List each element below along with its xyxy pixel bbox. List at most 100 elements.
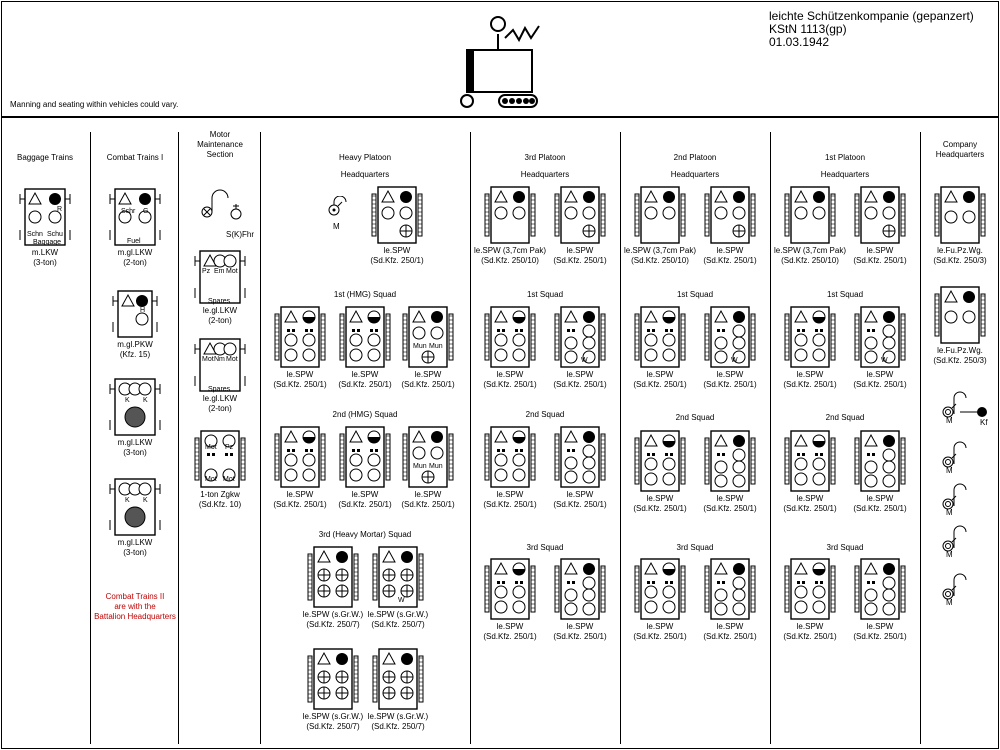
vehicle-caption: (Sd.Kfz. 250/1) [853, 632, 907, 641]
heavy-hq-leader-icon [328, 196, 347, 216]
vehicle-body-icon [194, 430, 246, 488]
vehicle-caption: le.SPW [566, 370, 594, 379]
vehicle-symbol [633, 186, 687, 251]
vehicle-inner-label: K [125, 497, 130, 504]
vehicle-inner-label: Mot [205, 444, 217, 451]
vehicle-inner-label: W [731, 357, 738, 364]
combat-trains-2-note-1: Combat Trains II [105, 592, 165, 601]
vehicle-symbol [703, 186, 757, 251]
vehicle-caption: (3-ton) [33, 258, 57, 267]
vehicle-body-icon [634, 430, 686, 492]
vehicle-symbol [783, 186, 837, 251]
vehicle-inner-label: Mot [223, 476, 235, 483]
vehicle-caption: le.SPW [716, 246, 744, 255]
vehicle-inner-label: K [125, 397, 130, 404]
vehicle-body-icon [484, 306, 536, 368]
vehicle-symbol [338, 306, 392, 375]
unit-title: leichte Schützenkompanie (gepanzert) KSt… [769, 10, 974, 49]
vehicle-symbol [853, 558, 907, 627]
vehicle-symbol [107, 378, 163, 443]
vehicle-caption: le.SPW (s.Gr.W.) [302, 610, 364, 619]
vehicle-body-icon [339, 426, 391, 488]
vehicle-body-icon [109, 478, 161, 536]
vehicle-body-icon [484, 558, 536, 620]
vehicle-caption: le.SPW [796, 370, 824, 379]
vehicle-inner-label: R [57, 206, 63, 213]
vehicle-body-icon [554, 186, 606, 244]
vehicle-caption: (Sd.Kfz. 250/1) [633, 632, 687, 641]
subhead-3rd-sq1: 1st Squad [526, 290, 564, 299]
vehicle-caption: (2-ton) [208, 404, 232, 413]
vehicle-body-icon [784, 186, 836, 244]
vehicle-body-icon [402, 426, 454, 488]
vehicle-caption: (3-ton) [123, 548, 147, 557]
vehicle-caption: le.SPW [646, 622, 674, 631]
vehicle-body-icon [554, 426, 606, 488]
vehicle-caption: (Sd.Kfz. 250/1) [273, 500, 327, 509]
vehicle-symbol [107, 188, 163, 253]
vehicle-symbol [483, 426, 537, 495]
vehicle-body-icon [704, 186, 756, 244]
radio-operator-label: M [946, 508, 953, 517]
vehicle-inner-label: Schu [47, 231, 63, 238]
radio-operator-icon [942, 573, 967, 600]
vehicle-caption: (Sd.Kfz. 10) [198, 500, 242, 509]
vehicle-symbol [401, 426, 455, 495]
vehicle-symbol [107, 478, 163, 543]
vehicle-caption: (Sd.Kfz. 250/1) [853, 256, 907, 265]
section-1st-platoon: 1st Platoon [824, 153, 866, 162]
vehicle-caption: (Sd.Kfz. 250/1) [633, 504, 687, 513]
vehicle-inner-label: Spares [208, 298, 231, 305]
vehicle-inner-label: Schn [27, 231, 43, 238]
vehicle-caption: m.gl.LKW [117, 248, 153, 257]
vehicle-body-icon [854, 430, 906, 492]
vehicle-body-icon [371, 186, 423, 244]
vehicle-inner-label: Pz [202, 268, 211, 275]
vehicle-symbol [193, 430, 247, 495]
vehicle-body-icon [402, 306, 454, 368]
vehicle-caption: (Sd.Kfz. 250/1) [553, 632, 607, 641]
vehicle-caption: le.SPW [286, 490, 314, 499]
vehicle-symbol [633, 306, 687, 375]
vehicle-caption: (Sd.Kfz. 250/3) [933, 356, 987, 365]
vehicle-caption: (Sd.Kfz. 250/10) [481, 256, 539, 265]
vehicle-caption: le.SPW [496, 622, 524, 631]
vehicle-inner-label: Mot [226, 268, 238, 275]
subhead-2nd-hq: Headquarters [670, 170, 720, 179]
vehicle-caption: le.SPW [496, 490, 524, 499]
vehicle-body-icon [784, 430, 836, 492]
title-line-1: leichte Schützenkompanie (gepanzert) [769, 9, 974, 23]
vehicle-caption: (Sd.Kfz. 250/7) [371, 620, 425, 629]
radio-operator-icon [942, 525, 967, 552]
maintenance-personnel-icon [201, 189, 242, 220]
vehicle-symbol [633, 558, 687, 627]
title-line-2: KStN 1113(gp) [769, 22, 847, 36]
vehicle-caption: le.SPW (s.Gr.W.) [367, 712, 429, 721]
combat-trains-2-note-3: Battalion Headquarters [94, 612, 176, 621]
vehicle-caption: (Sd.Kfz. 250/1) [703, 380, 757, 389]
radio-operator-icon [942, 391, 987, 418]
subhead-1st-sq3: 3rd Squad [826, 543, 864, 552]
vehicle-caption: le.SPW [716, 370, 744, 379]
vehicle-inner-label: Mun [429, 343, 443, 350]
column-divider [90, 132, 91, 744]
vehicle-body-icon [634, 306, 686, 368]
vehicle-inner-label: G [143, 208, 149, 215]
vehicle-caption: (2-ton) [123, 258, 147, 267]
vehicle-caption: (Kfz. 15) [119, 350, 151, 359]
vehicle-body-icon [307, 546, 359, 608]
column-divider [620, 132, 621, 744]
vehicle-body-icon [339, 306, 391, 368]
subhead-2nd-sq1: 1st Squad [676, 290, 714, 299]
vehicle-body-icon [19, 188, 71, 246]
subhead-heavy-hq: Headquarters [340, 170, 390, 179]
vehicle-symbol [17, 188, 73, 253]
vehicle-symbol [483, 306, 537, 375]
vehicle-symbol [853, 306, 907, 375]
radio-operator-label: M [946, 416, 953, 425]
vehicle-caption: le.SPW [496, 370, 524, 379]
section-baggage-trains: Baggage Trains [16, 153, 74, 162]
vehicle-caption: le.Fu.Pz.Wg. [937, 346, 983, 355]
vehicle-symbol [371, 546, 425, 615]
vehicle-body-icon [934, 286, 986, 344]
